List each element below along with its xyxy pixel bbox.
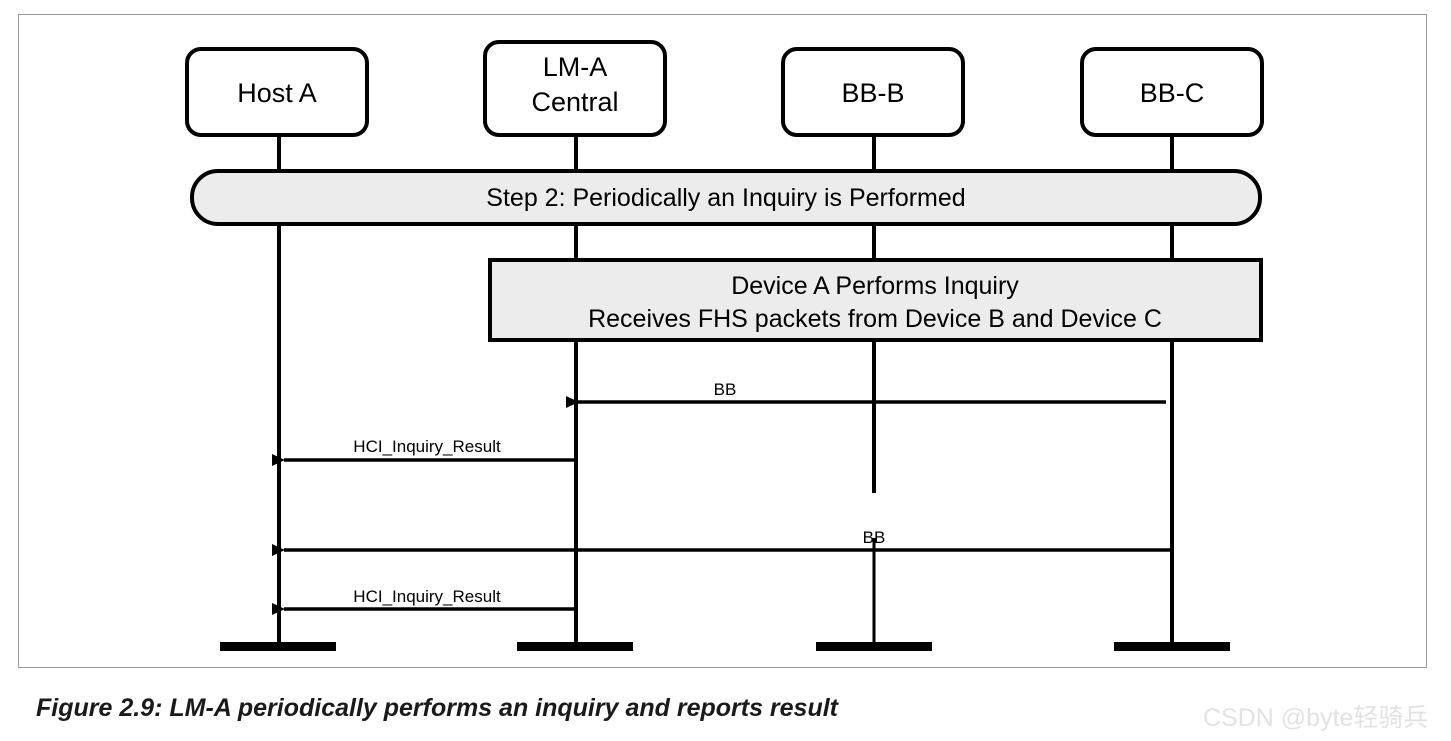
csdn-watermark: CSDN @byte轻骑兵 xyxy=(1203,704,1429,732)
lifeline-label-bb-b: BB-B xyxy=(841,78,904,108)
message-bb-from-bb-c[interactable]: BB xyxy=(272,528,1172,556)
lifeline-head-host-a[interactable]: Host A xyxy=(185,47,369,137)
diagram-frame: Host A LM-A Central BB-B BB-C Step 2: Pe… xyxy=(18,14,1427,668)
lifeline-terminators xyxy=(220,642,1230,651)
message-label-hci-inquiry-result-1: HCI_Inquiry_Result xyxy=(353,437,501,456)
lifeline-box-lm-a-central[interactable] xyxy=(483,40,667,137)
figure-caption: Figure 2.9: LM-A periodically performs a… xyxy=(36,694,839,722)
message-hci-inquiry-result-2[interactable]: HCI_Inquiry_Result xyxy=(272,587,576,615)
message-label-bb-from-bb-b: BB xyxy=(714,380,737,399)
lifeline-label-lm-a-line2: Central xyxy=(531,87,618,117)
inquiry-note[interactable]: Device A Performs Inquiry Receives FHS p… xyxy=(488,258,1263,342)
inquiry-note-line-2: Receives FHS packets from Device B and D… xyxy=(588,305,1162,333)
sequence-diagram-canvas: Host A LM-A Central BB-B BB-C Step 2: Pe… xyxy=(185,40,1264,651)
lifeline-box-host-a[interactable] xyxy=(185,47,369,137)
lifeline-head-bb-b[interactable]: BB-B xyxy=(781,47,965,137)
lifeline-terminator-bb-c xyxy=(1114,642,1230,651)
lifeline-terminator-lm-a-central xyxy=(517,642,633,651)
lifeline-label-bb-c: BB-C xyxy=(1140,78,1205,108)
inquiry-note-shape[interactable] xyxy=(488,258,1263,342)
step-2-banner-label: Step 2: Periodically an Inquiry is Perfo… xyxy=(486,184,965,212)
step-2-banner-shape[interactable] xyxy=(190,169,1262,226)
lifeline-label-lm-a-line1: LM-A xyxy=(543,52,608,82)
lifeline-head-lm-a-central[interactable]: LM-A Central xyxy=(483,40,667,137)
lifeline-head-bb-c[interactable]: BB-C xyxy=(1080,47,1264,137)
lifeline-terminator-host-a xyxy=(220,642,336,651)
message-label-hci-inquiry-result-2: HCI_Inquiry_Result xyxy=(353,587,501,606)
inquiry-note-line-1: Device A Performs Inquiry xyxy=(731,272,1019,300)
lifeline-box-bb-b[interactable] xyxy=(781,47,965,137)
message-bb-from-bb-b[interactable]: BB xyxy=(566,380,1166,408)
lifeline-label-host-a: Host A xyxy=(237,78,317,108)
step-2-banner[interactable]: Step 2: Periodically an Inquiry is Perfo… xyxy=(190,169,1262,226)
message-hci-inquiry-result-1[interactable]: HCI_Inquiry_Result xyxy=(272,437,576,466)
message-label-bb-from-bb-c: BB xyxy=(863,528,886,547)
lifeline-terminator-bb-b xyxy=(816,642,932,651)
lifeline-box-bb-c[interactable] xyxy=(1080,47,1264,137)
lifeline-stems-top xyxy=(277,131,1174,173)
